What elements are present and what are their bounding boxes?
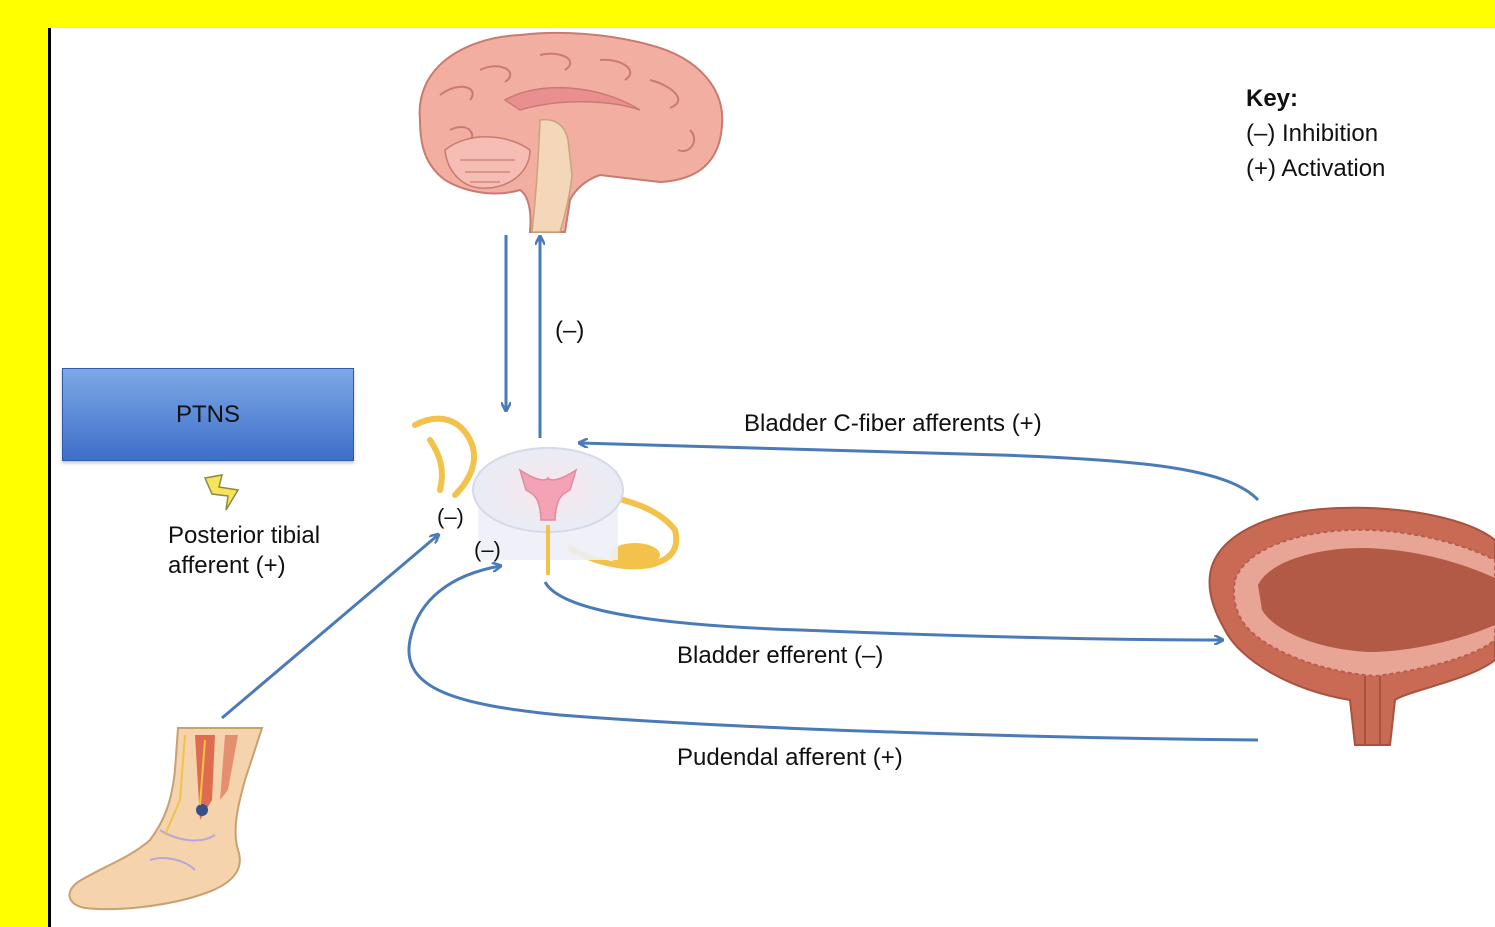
key-title: Key: <box>1246 84 1298 114</box>
spinal-inhibition-label-1: (–) <box>437 502 464 532</box>
arrow-bladder-c-fiber <box>580 443 1258 500</box>
key-activation: (+) Activation <box>1246 154 1385 184</box>
bladder-efferent-label: Bladder efferent (–) <box>677 641 883 671</box>
brain-illustration <box>420 33 723 232</box>
ptns-label: PTNS <box>63 400 353 430</box>
ptns-box: PTNS <box>62 368 354 461</box>
key-inhibition: (–) Inhibition <box>1246 119 1378 149</box>
arrow-bladder-efferent <box>545 582 1222 640</box>
lightning-bolt-icon <box>205 475 238 510</box>
spinal-cord-illustration <box>415 419 676 575</box>
spinal-inhibition-label-2: (–) <box>474 535 501 565</box>
bladder-illustration <box>1210 508 1495 745</box>
brain-inhibition-label: (–) <box>555 316 584 346</box>
pudendal-afferent-label: Pudendal afferent (+) <box>677 743 903 773</box>
posterior-tibial-label-line2: afferent (+) <box>168 551 286 581</box>
posterior-tibial-label-line1: Posterior tibial <box>168 521 320 551</box>
leg-foot-illustration <box>70 728 262 909</box>
bladder-c-fiber-label: Bladder C-fiber afferents (+) <box>744 409 1042 439</box>
